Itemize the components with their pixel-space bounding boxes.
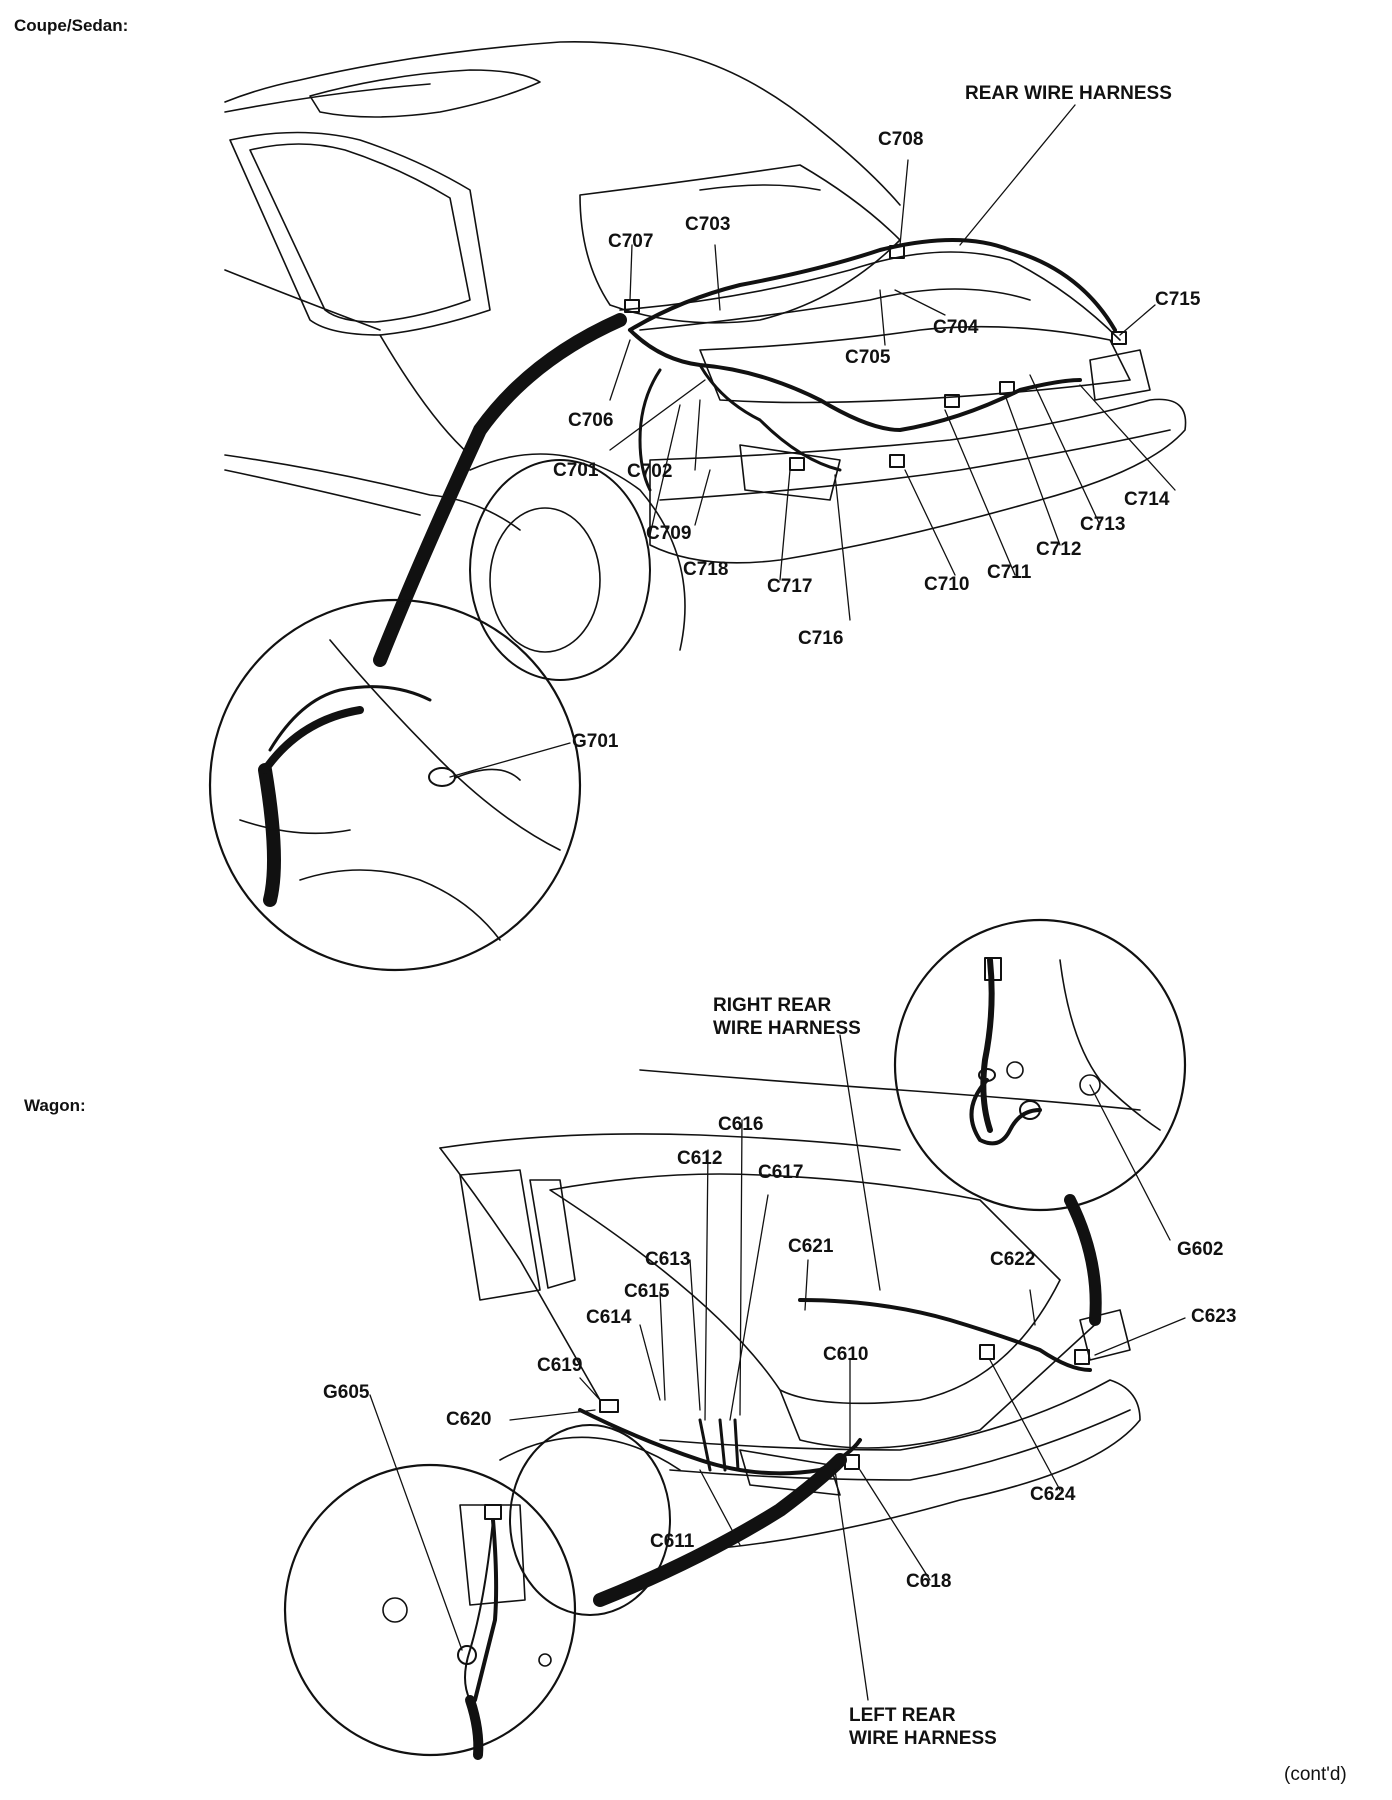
label-c707: C707 xyxy=(608,231,654,252)
label-c706: C706 xyxy=(568,410,614,431)
label-c617: C617 xyxy=(758,1162,804,1183)
g701-detail-inset xyxy=(208,598,582,972)
label-c610: C610 xyxy=(823,1344,869,1365)
label-c611: C611 xyxy=(650,1531,695,1552)
section-title-coupe-sedan: Coupe/Sedan: xyxy=(14,16,129,35)
g605-detail-inset xyxy=(283,1463,577,1760)
label-c713: C713 xyxy=(1080,514,1126,535)
label-c703: C703 xyxy=(685,214,731,235)
label-c701: C701 xyxy=(553,460,599,481)
label-c710: C710 xyxy=(924,574,970,595)
label-g602: G602 xyxy=(1177,1239,1224,1260)
label-c718: C718 xyxy=(683,559,729,580)
label-c613: C613 xyxy=(645,1249,691,1270)
label-right-rear-wire-harness: RIGHT REAR WIRE HARNESS xyxy=(713,995,861,1039)
label-c620: C620 xyxy=(446,1409,492,1430)
label-c717: C717 xyxy=(767,576,813,597)
sedan-car-body xyxy=(224,41,1187,681)
label-c702: C702 xyxy=(627,461,673,482)
label-c705: C705 xyxy=(845,347,891,368)
label-c622: C622 xyxy=(990,1249,1036,1270)
label-c621: C621 xyxy=(788,1236,834,1257)
g602-detail-inset xyxy=(893,918,1187,1212)
wagon-car-body xyxy=(439,1069,1141,1616)
continued-note: (cont'd) xyxy=(1284,1764,1347,1785)
label-g701: G701 xyxy=(572,731,619,752)
label-c715: C715 xyxy=(1155,289,1201,310)
label-c708: C708 xyxy=(878,129,924,150)
label-c614: C614 xyxy=(586,1307,632,1328)
label-c612: C612 xyxy=(677,1148,723,1169)
label-c714: C714 xyxy=(1124,489,1170,510)
label-c624: C624 xyxy=(1030,1484,1076,1505)
label-c623: C623 xyxy=(1191,1306,1237,1327)
label-c711: C711 xyxy=(987,562,1032,583)
label-c709: C709 xyxy=(646,523,692,544)
label-rear-wire-harness: REAR WIRE HARNESS xyxy=(965,83,1172,104)
leader-lines xyxy=(369,104,1186,1701)
label-g605: G605 xyxy=(323,1382,370,1403)
label-c615: C615 xyxy=(624,1281,670,1302)
label-c619: C619 xyxy=(537,1355,583,1376)
label-c618: C618 xyxy=(906,1571,952,1592)
label-c716: C716 xyxy=(798,628,844,649)
label-c712: C712 xyxy=(1036,539,1082,560)
label-c704: C704 xyxy=(933,317,979,338)
label-c616: C616 xyxy=(718,1114,764,1135)
section-title-wagon: Wagon: xyxy=(24,1096,86,1115)
label-left-rear-wire-harness: LEFT REAR WIRE HARNESS xyxy=(849,1705,997,1749)
